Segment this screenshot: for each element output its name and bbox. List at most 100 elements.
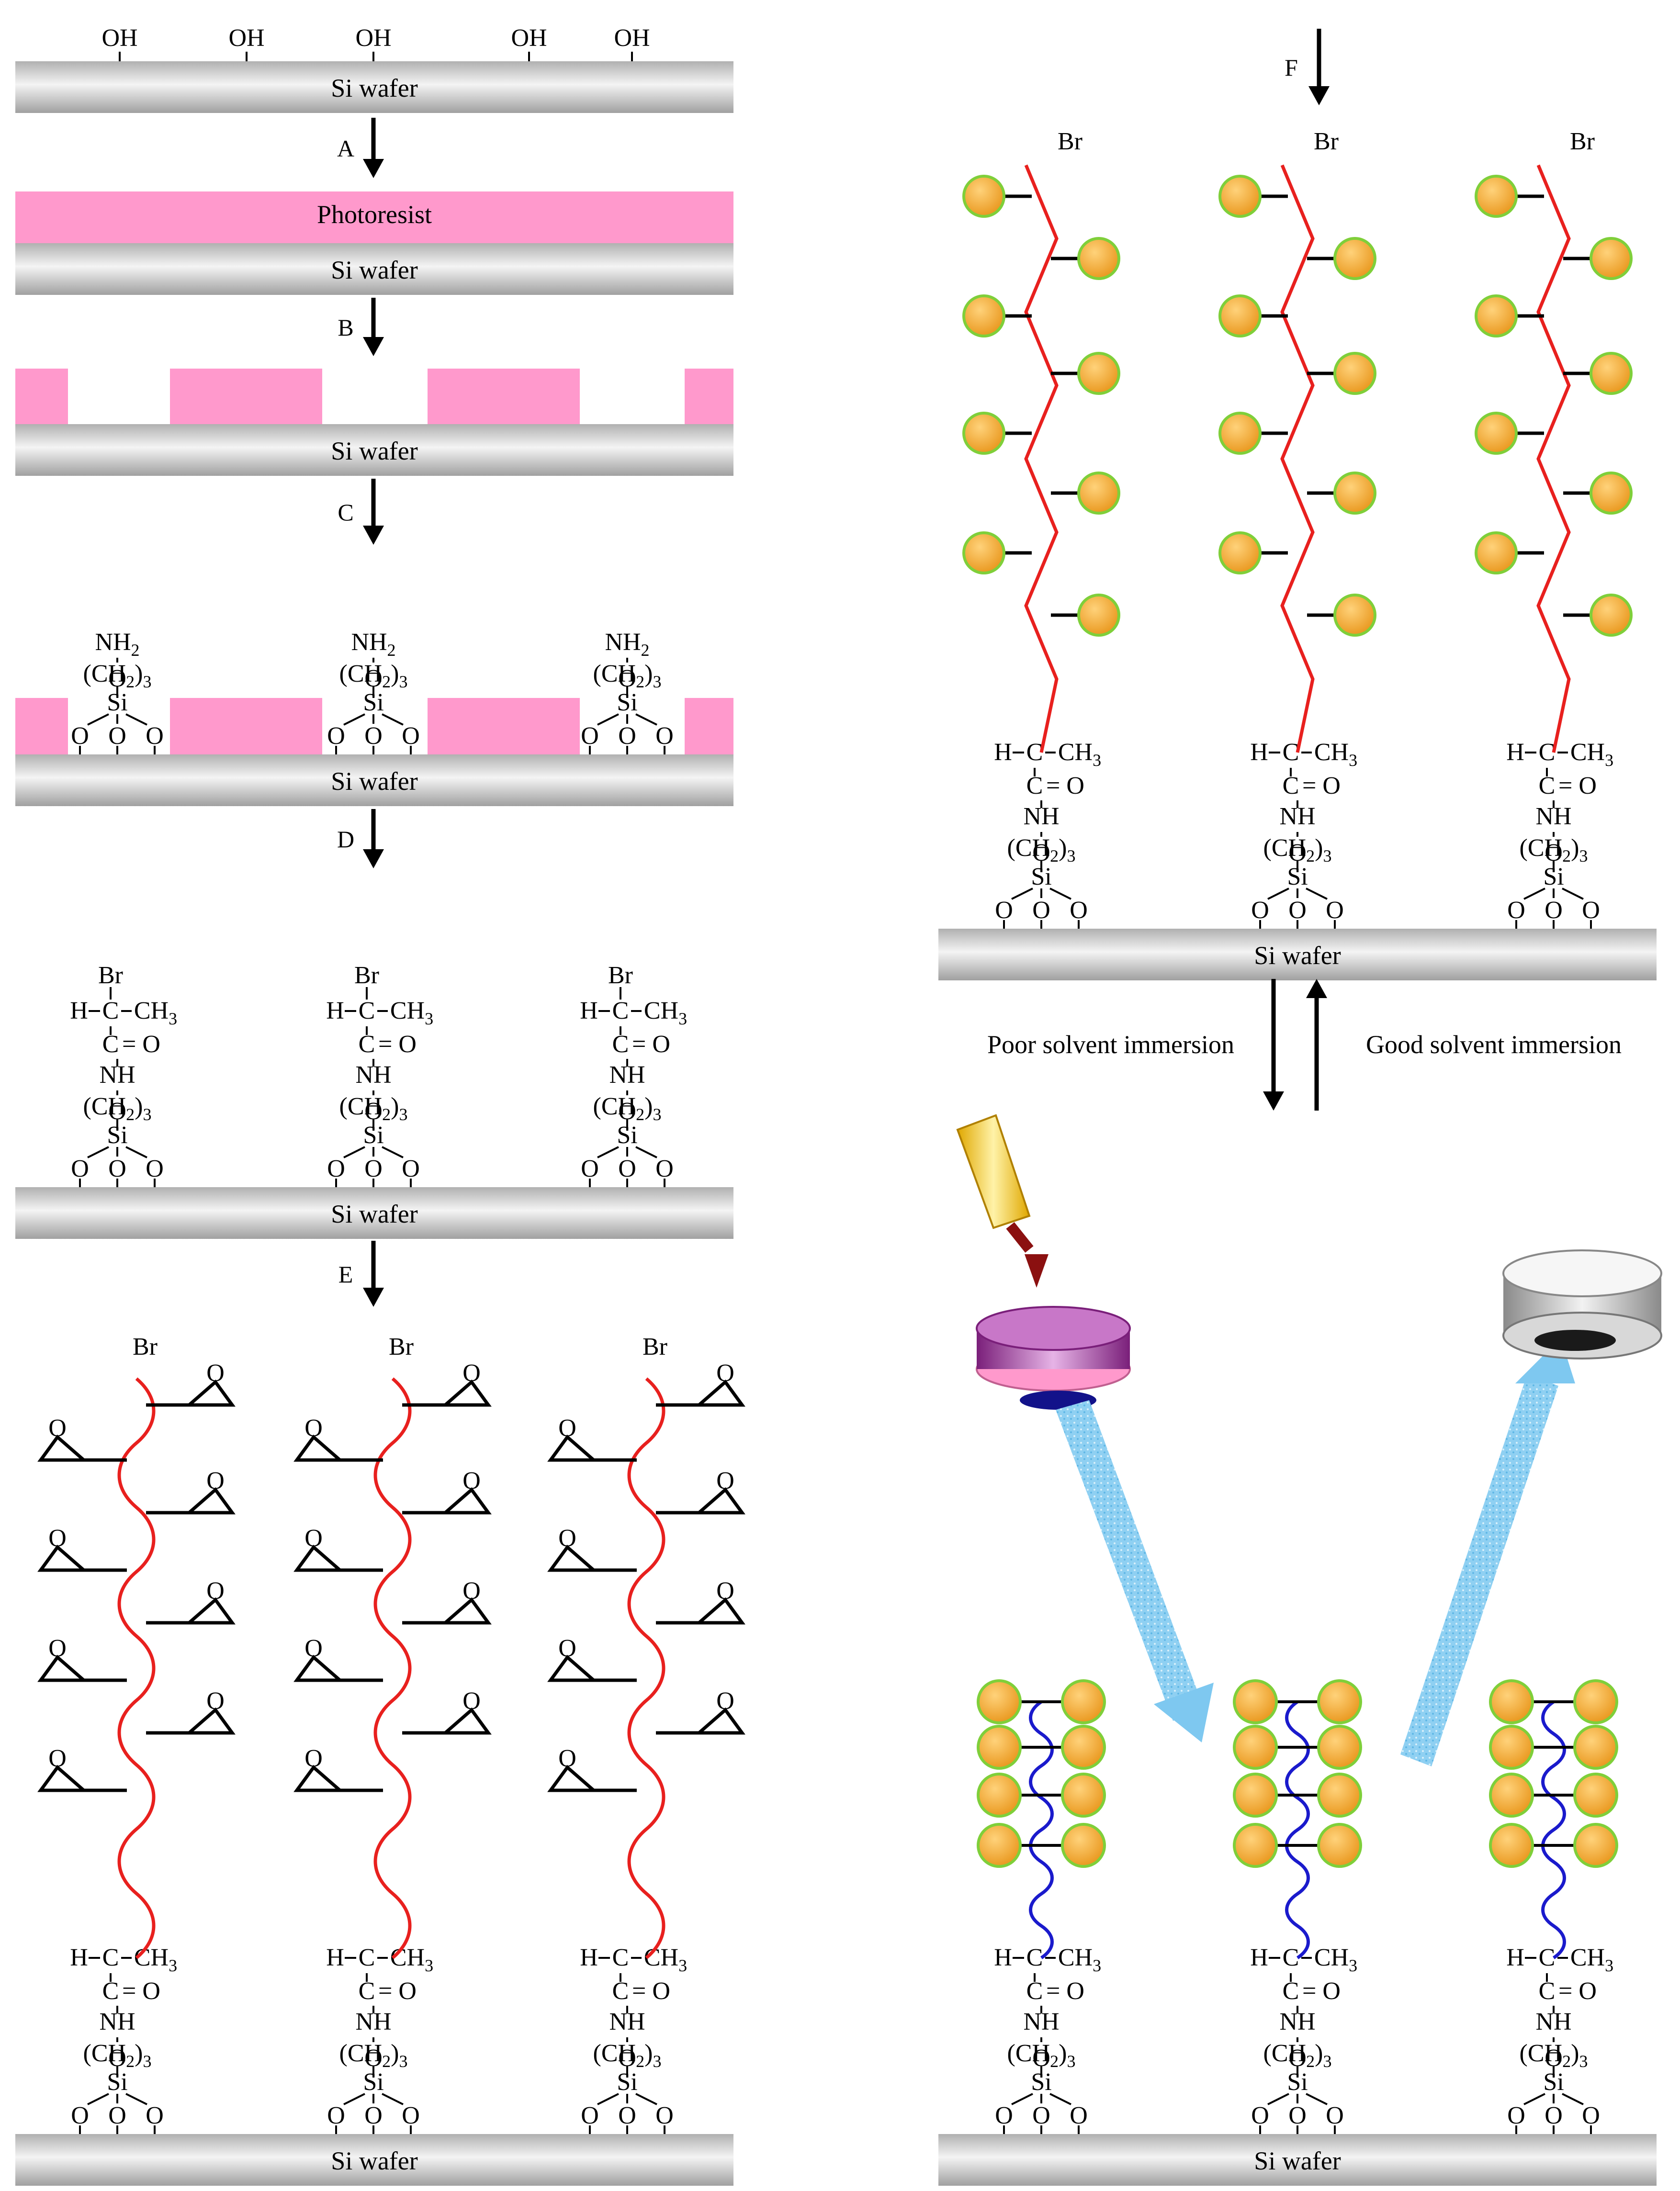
monomer-bead	[1475, 412, 1518, 455]
methyl-group: CH3	[134, 997, 177, 1028]
methine-h: H	[326, 997, 344, 1024]
propyl-linker: (CH2)3	[1263, 2040, 1332, 2071]
bromine: Br	[608, 962, 633, 989]
epoxide-oxygen: O	[206, 1360, 225, 1387]
anchor-oxygen: O	[402, 722, 420, 750]
monomer-bead	[962, 294, 1005, 337]
si-wafer: Si wafer	[15, 754, 733, 806]
step-arrow-head	[1308, 86, 1330, 105]
si-o-bond	[343, 2093, 365, 2105]
epoxide-group: O	[402, 1577, 492, 1625]
anchor-oxygen: O	[71, 2102, 89, 2129]
methine-h: H	[326, 1944, 344, 1971]
alpha-carbon: C	[1539, 1944, 1556, 1971]
epoxide-oxygen: O	[304, 1745, 323, 1772]
propyl-linker: (CH2)3	[83, 660, 152, 691]
methyl-group: CH3	[390, 997, 433, 1028]
methyl-group: CH3	[134, 1944, 177, 1975]
anchor-oxygen: O	[655, 1155, 674, 1182]
epoxide-oxygen: O	[206, 1467, 225, 1494]
carbonyl-carbon: C	[1283, 772, 1299, 799]
methine-h: H	[70, 997, 88, 1024]
hydroxyl-group: OH	[355, 24, 391, 52]
si-wafer: Si wafer	[15, 61, 733, 113]
monomer-bead	[1077, 472, 1120, 515]
monomer-bead	[977, 1773, 1022, 1818]
step-label: D	[337, 826, 354, 853]
monomer-bead	[1475, 531, 1518, 574]
wafer-label: Si wafer	[331, 2146, 417, 2175]
anchor-oxygen: O	[327, 1155, 345, 1182]
monomer-bead	[1061, 1679, 1106, 1724]
anchor-oxygen: O	[146, 1155, 164, 1182]
epoxide-ring	[293, 1544, 345, 1572]
amine-nh2: NH2	[605, 629, 649, 660]
epoxide-group: O	[402, 1467, 492, 1515]
epoxide-group: O	[547, 1415, 637, 1462]
wafer-label: Si wafer	[331, 74, 417, 102]
methine-h: H	[580, 997, 598, 1024]
alpha-carbon: C	[102, 997, 119, 1024]
si-o-bond	[1523, 888, 1545, 900]
carbonyl-oxygen: = O	[1046, 1978, 1084, 2005]
step-label: A	[337, 135, 354, 162]
polymer-backbone	[627, 1377, 665, 1959]
monomer-bead	[1333, 472, 1376, 515]
epoxide-group: O	[402, 1687, 492, 1735]
epoxide-oxygen: O	[48, 1415, 67, 1442]
collapsed-backbone	[1029, 1700, 1054, 1959]
anchor-oxygen: O	[1507, 897, 1525, 924]
si-o-bond	[1562, 888, 1584, 900]
methyl-group: CH3	[644, 997, 687, 1028]
poor-solvent-label: Poor solvent immersion	[987, 1030, 1234, 1059]
monomer-bead	[1590, 594, 1633, 637]
propyl-linker: (CH2)3	[593, 1093, 662, 1124]
propyl-linker: (CH2)3	[339, 1093, 408, 1124]
epoxide-oxygen: O	[48, 1525, 67, 1552]
carbonyl-oxygen: = O	[1046, 772, 1084, 799]
epoxide-oxygen: O	[716, 1467, 734, 1494]
monomer-bead	[1233, 1773, 1278, 1818]
carbonyl-oxygen: = O	[1302, 1978, 1341, 2005]
si-o-bond	[1267, 2093, 1289, 2105]
anchor-oxygen: O	[146, 2102, 164, 2129]
epoxide-group: O	[547, 1635, 637, 1682]
propyl-linker: (CH2)3	[593, 2040, 662, 2071]
epoxide-ring	[184, 1487, 236, 1515]
carbonyl-carbon: C	[1026, 1978, 1043, 2005]
epoxide-group: O	[656, 1360, 745, 1407]
propyl-linker: (CH2)3	[339, 660, 408, 691]
wafer-label: Si wafer	[331, 767, 417, 796]
alpha-carbon: C	[359, 997, 375, 1024]
carbonyl-oxygen: = O	[378, 1978, 417, 2005]
epoxide-group: O	[37, 1415, 127, 1462]
monomer-bead	[1317, 1823, 1362, 1868]
epoxide-ring	[293, 1654, 345, 1682]
epoxide-ring	[37, 1654, 89, 1682]
resist-block	[15, 698, 68, 754]
photoresist-label: Photoresist	[317, 200, 432, 229]
anchor-oxygen: O	[1582, 897, 1600, 924]
epoxide-ring	[694, 1707, 745, 1735]
epoxide-ring	[547, 1544, 598, 1572]
anchor-oxygen: O	[655, 722, 674, 750]
monomer-bead	[977, 1679, 1022, 1724]
si-o-bond	[1306, 2093, 1328, 2105]
monomer-bead	[1218, 175, 1262, 218]
carbonyl-oxygen: = O	[1302, 772, 1341, 799]
si-o-bond	[87, 713, 109, 726]
monomer-bead	[1233, 1823, 1278, 1868]
propyl-linker: (CH2)3	[1263, 834, 1332, 865]
monomer-bead	[962, 412, 1005, 455]
anchor-oxygen: O	[1070, 2102, 1088, 2129]
epoxide-ring	[694, 1597, 745, 1625]
epoxide-group: O	[402, 1360, 492, 1407]
